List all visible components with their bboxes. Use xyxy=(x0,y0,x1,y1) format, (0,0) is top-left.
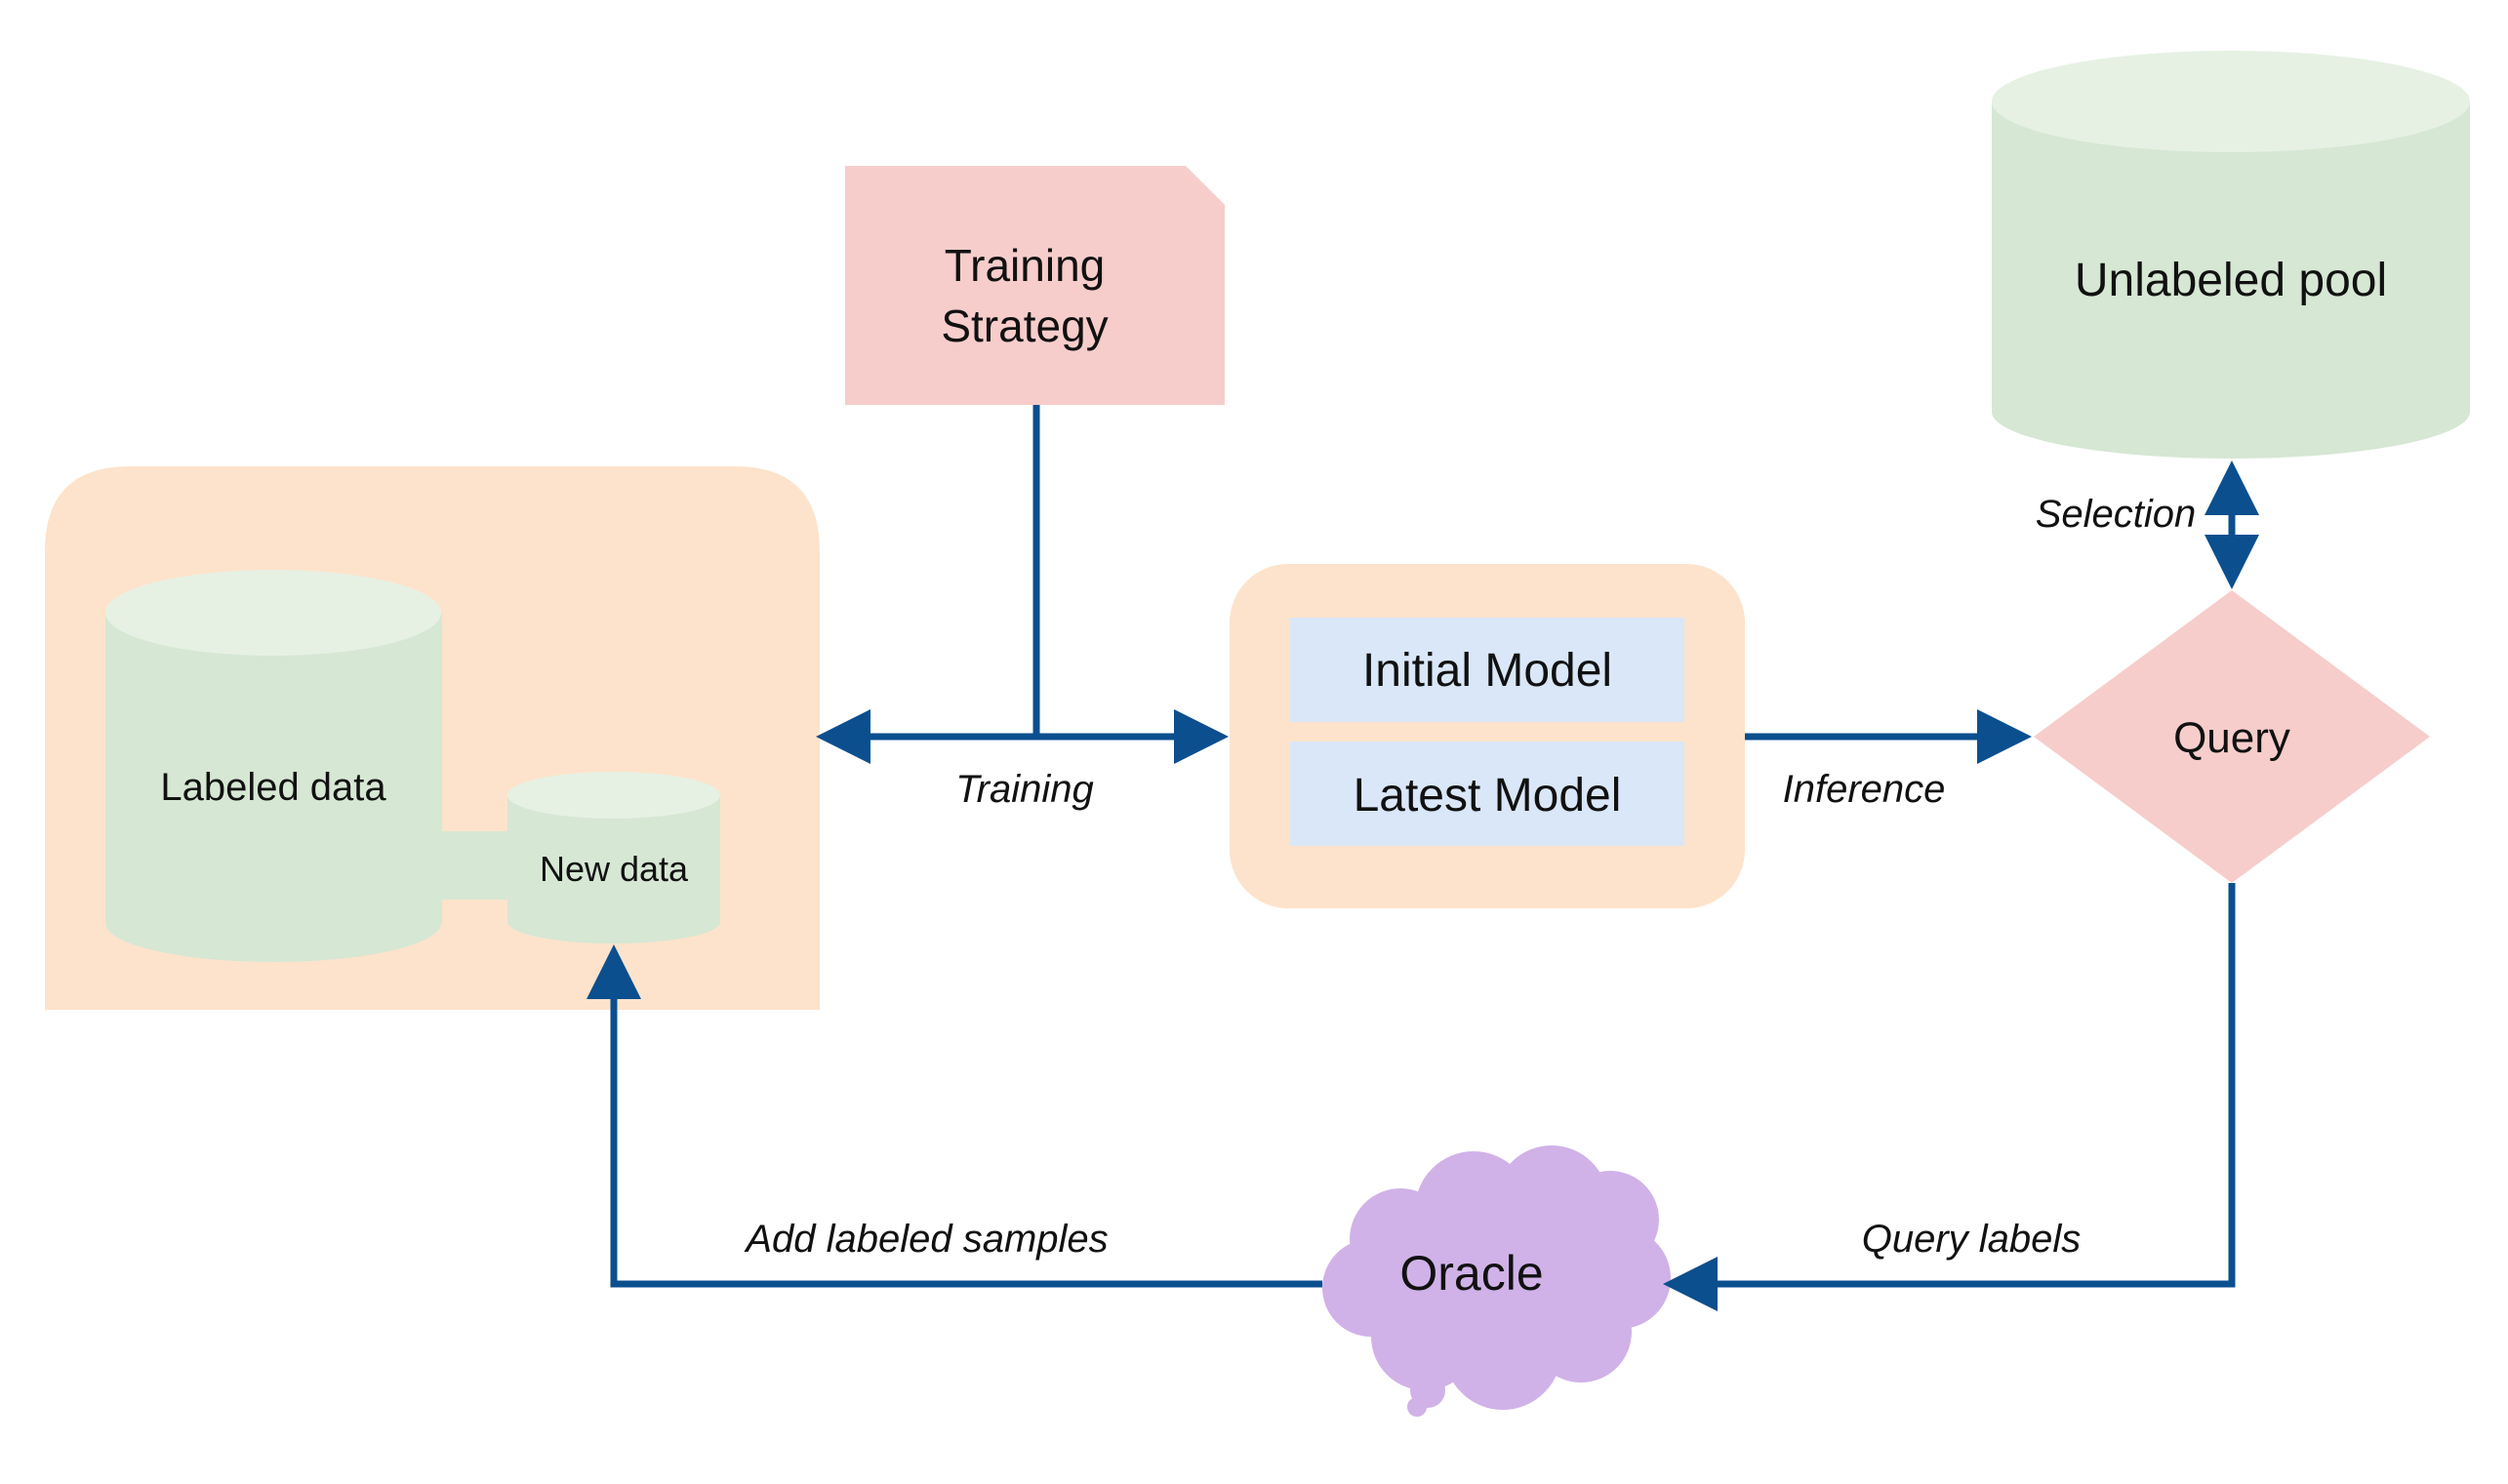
selection-edge-label: Selection xyxy=(2036,493,2197,536)
cylinder-connector xyxy=(441,831,509,900)
add-labeled-samples-arrow xyxy=(587,944,1322,1288)
query-node: Query xyxy=(2034,590,2430,883)
query-labels-arrow xyxy=(1663,883,2236,1311)
add-labeled-samples-edge-label: Add labeled samples xyxy=(744,1218,1108,1261)
oracle-node: Oracle xyxy=(1322,1145,1671,1417)
model-container: Initial Model Latest Model xyxy=(1230,564,1745,908)
arrows xyxy=(587,405,2259,1311)
training-strategy-node: Training Strategy xyxy=(845,166,1225,405)
unlabeled-pool-label: Unlabeled pool xyxy=(2075,255,2387,306)
latest-model-box xyxy=(1290,742,1684,846)
labeled-data-label: Labeled data xyxy=(160,766,386,809)
unlabeled-pool-cylinder: Unlabeled pool xyxy=(1992,51,2470,459)
training-strategy-label-line1: Training xyxy=(945,240,1105,291)
labeled-data-cylinder: Labeled data xyxy=(105,570,442,962)
new-data-label: New data xyxy=(540,849,689,889)
latest-model-label: Latest Model xyxy=(1354,770,1622,822)
training-strategy-label-line2: Strategy xyxy=(941,301,1108,351)
initial-model-label: Initial Model xyxy=(1362,645,1612,697)
inference-edge-label: Inference xyxy=(1783,768,1946,811)
initial-model-box xyxy=(1290,618,1684,722)
new-data-cylinder: New data xyxy=(507,772,720,943)
training-edge-label: Training xyxy=(955,768,1094,811)
query-label: Query xyxy=(2173,714,2290,762)
oracle-label: Oracle xyxy=(1399,1246,1543,1301)
query-labels-edge-label: Query labels xyxy=(1862,1218,2082,1261)
